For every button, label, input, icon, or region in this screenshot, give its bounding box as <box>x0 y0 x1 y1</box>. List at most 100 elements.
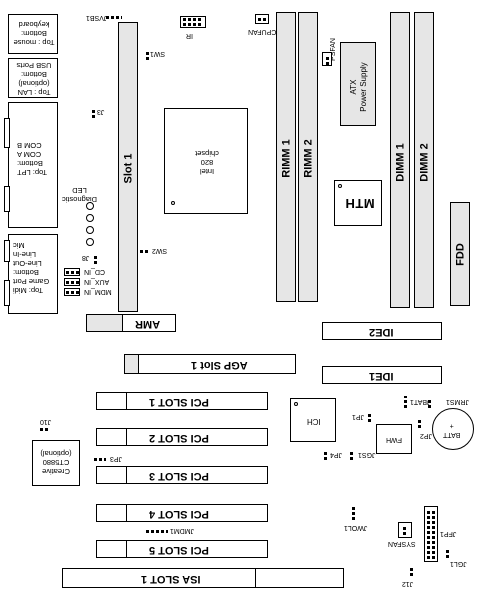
audio-label-line-6: Mic <box>13 241 25 250</box>
audio-port-label: Top: Midi Game Port Bottom: Line-Out Lin… <box>13 241 55 295</box>
amr-slot-key <box>87 315 123 331</box>
chipset-label-line-2: 820 <box>200 158 214 167</box>
pci-slot-2-label: PCI SLOT 2 <box>149 432 209 444</box>
lan-usb-label-line-1: Top : LAN <box>17 88 51 97</box>
lpt-com-label-line-4: COM B <box>17 141 42 150</box>
jgs1-label: JGS1 <box>358 451 376 458</box>
ich-chip: ICH <box>290 398 336 442</box>
fdd-label: FDD <box>454 243 467 266</box>
pci-slot-1-key <box>97 393 127 409</box>
audio-label-line-1: Top: Midi <box>13 286 44 295</box>
audio-label-line-4: Line-Out <box>13 259 42 268</box>
pci-slot-5: PCI SLOT 5 <box>96 540 268 558</box>
j12-jumper <box>410 566 413 576</box>
j8-jumper <box>94 254 97 264</box>
ps2-port-block: Top : mouse Bottom: keyboard <box>8 14 58 54</box>
lan-usb-label-line-3: Bottom: <box>21 70 47 79</box>
jrms1-jumper <box>428 398 431 408</box>
jbat1-jumper <box>404 396 407 408</box>
jp3-label: JP3 <box>110 455 123 462</box>
psfan-connector <box>322 52 332 66</box>
jwol1-label: JWOL1 <box>344 524 368 531</box>
pci-slot-5-label: PCI SLOT 5 <box>149 544 209 556</box>
jfp1-pins-left <box>427 509 430 559</box>
j10-label: J10 <box>40 418 52 425</box>
aux-in-label: AUX_IN <box>84 278 110 285</box>
dimm-slot-2-label: DIMM 2 <box>418 143 431 182</box>
cd-in-connector <box>64 268 80 276</box>
creative-label-line-3: (optional) <box>40 449 72 458</box>
mth-chip: MTH <box>334 180 382 226</box>
ps2-label-line-3: keyboard <box>18 20 50 29</box>
chipset-label: Intel 820 chipset <box>187 149 227 176</box>
isa-slot-1-label: ISA SLOT 1 <box>141 573 201 585</box>
lpt-com-port-block: Top: LPT Bottom: COM A COM B <box>8 102 58 228</box>
jvsb1-label: JVSB1 <box>86 14 108 21</box>
jfp1-label: JFP1 <box>440 530 457 537</box>
creative-chip-label: Creative CT5880 (optional) <box>35 449 77 476</box>
diagnostic-led-2 <box>86 214 94 222</box>
intel-820-chipset: Intel 820 chipset <box>164 108 248 214</box>
fdd-connector: FDD <box>450 202 470 306</box>
ide2-connector: IDE2 <box>322 322 442 340</box>
j10-jumper <box>40 428 50 431</box>
midi-connector-tab <box>4 280 10 306</box>
diagnostic-led-4 <box>86 238 94 246</box>
jgs1-jumper <box>350 450 353 460</box>
sw1-switch <box>146 50 149 60</box>
ich-label: ICH <box>307 417 321 426</box>
isa-slot-key <box>255 569 256 587</box>
cpufan-connector <box>255 14 269 24</box>
lan-usb-label-line-2: (optional) <box>18 79 50 88</box>
jfp1-front-panel-header <box>424 506 438 562</box>
isa-slot-1: ISA SLOT 1 <box>62 568 344 588</box>
cpufan-label: CPUFAN <box>248 28 277 35</box>
ir-header <box>180 16 206 28</box>
fwh-chip: FWH <box>376 424 412 454</box>
agp-slot-key <box>125 355 139 373</box>
lpt-connector-tab <box>4 118 10 148</box>
amr-label: AMR <box>135 318 161 330</box>
mth-pin1-marker <box>338 184 342 188</box>
ir-label: IR <box>186 32 193 39</box>
jgl1-label: JGL1 <box>450 560 467 567</box>
battery-label-line-1: BATT <box>443 431 461 438</box>
jp2-label: JP2 <box>420 432 433 439</box>
lpt-com-label-line-3: COM A <box>17 150 42 159</box>
j12-label: J12 <box>402 580 414 587</box>
sysfan-connector <box>398 522 412 538</box>
jmdm1-header <box>146 530 168 533</box>
rimm-slot-1: RIMM 1 <box>276 12 296 302</box>
agp-label: AGP Slot 1 <box>191 359 248 371</box>
jp1-jumper <box>368 412 371 422</box>
dimm-slot-2: DIMM 2 <box>414 12 434 308</box>
pci-slot-1: PCI SLOT 1 <box>96 392 268 410</box>
cpu-slot-1-label: Slot 1 <box>122 153 135 184</box>
ide2-label: IDE2 <box>369 326 394 338</box>
chipset-label-line-3: chipset <box>195 149 219 158</box>
sw1-label: SW1 <box>150 50 166 57</box>
pci-slot-5-key <box>97 541 127 557</box>
aux-in-connector <box>64 278 80 286</box>
creative-label-line-1: Creative <box>42 467 70 476</box>
diagnostic-led-1 <box>86 202 94 210</box>
jp4-jumper <box>324 450 327 460</box>
cd-in-pins <box>66 271 79 274</box>
lan-usb-port-block: Top : LAN (optional) Bottom: USB Ports <box>8 58 58 98</box>
chipset-label-line-1: Intel <box>199 167 215 176</box>
pci-slot-1-label: PCI SLOT 1 <box>149 396 209 408</box>
dimm-slot-1: DIMM 1 <box>390 12 410 308</box>
diagnostic-led-3 <box>86 226 94 234</box>
pci-slot-4-label: PCI SLOT 4 <box>149 508 209 520</box>
mdm-in-pins <box>66 291 79 294</box>
ir-header-pins-bottom <box>183 23 203 26</box>
audio-label-line-3: Bottom: <box>13 268 39 277</box>
sysfan-pins <box>403 525 406 535</box>
audio-label-line-2: Game Port <box>13 277 50 286</box>
mdm-in-label: MDM_IN <box>84 288 112 295</box>
jp2-jumper <box>418 418 421 428</box>
atx-power-label: ATX Power Supply <box>349 53 369 121</box>
diagnostic-led-label: Diagnostic LED <box>62 186 97 204</box>
game-connector-tab <box>4 240 10 262</box>
ps2-label-line-2: Bottom: <box>21 29 47 38</box>
